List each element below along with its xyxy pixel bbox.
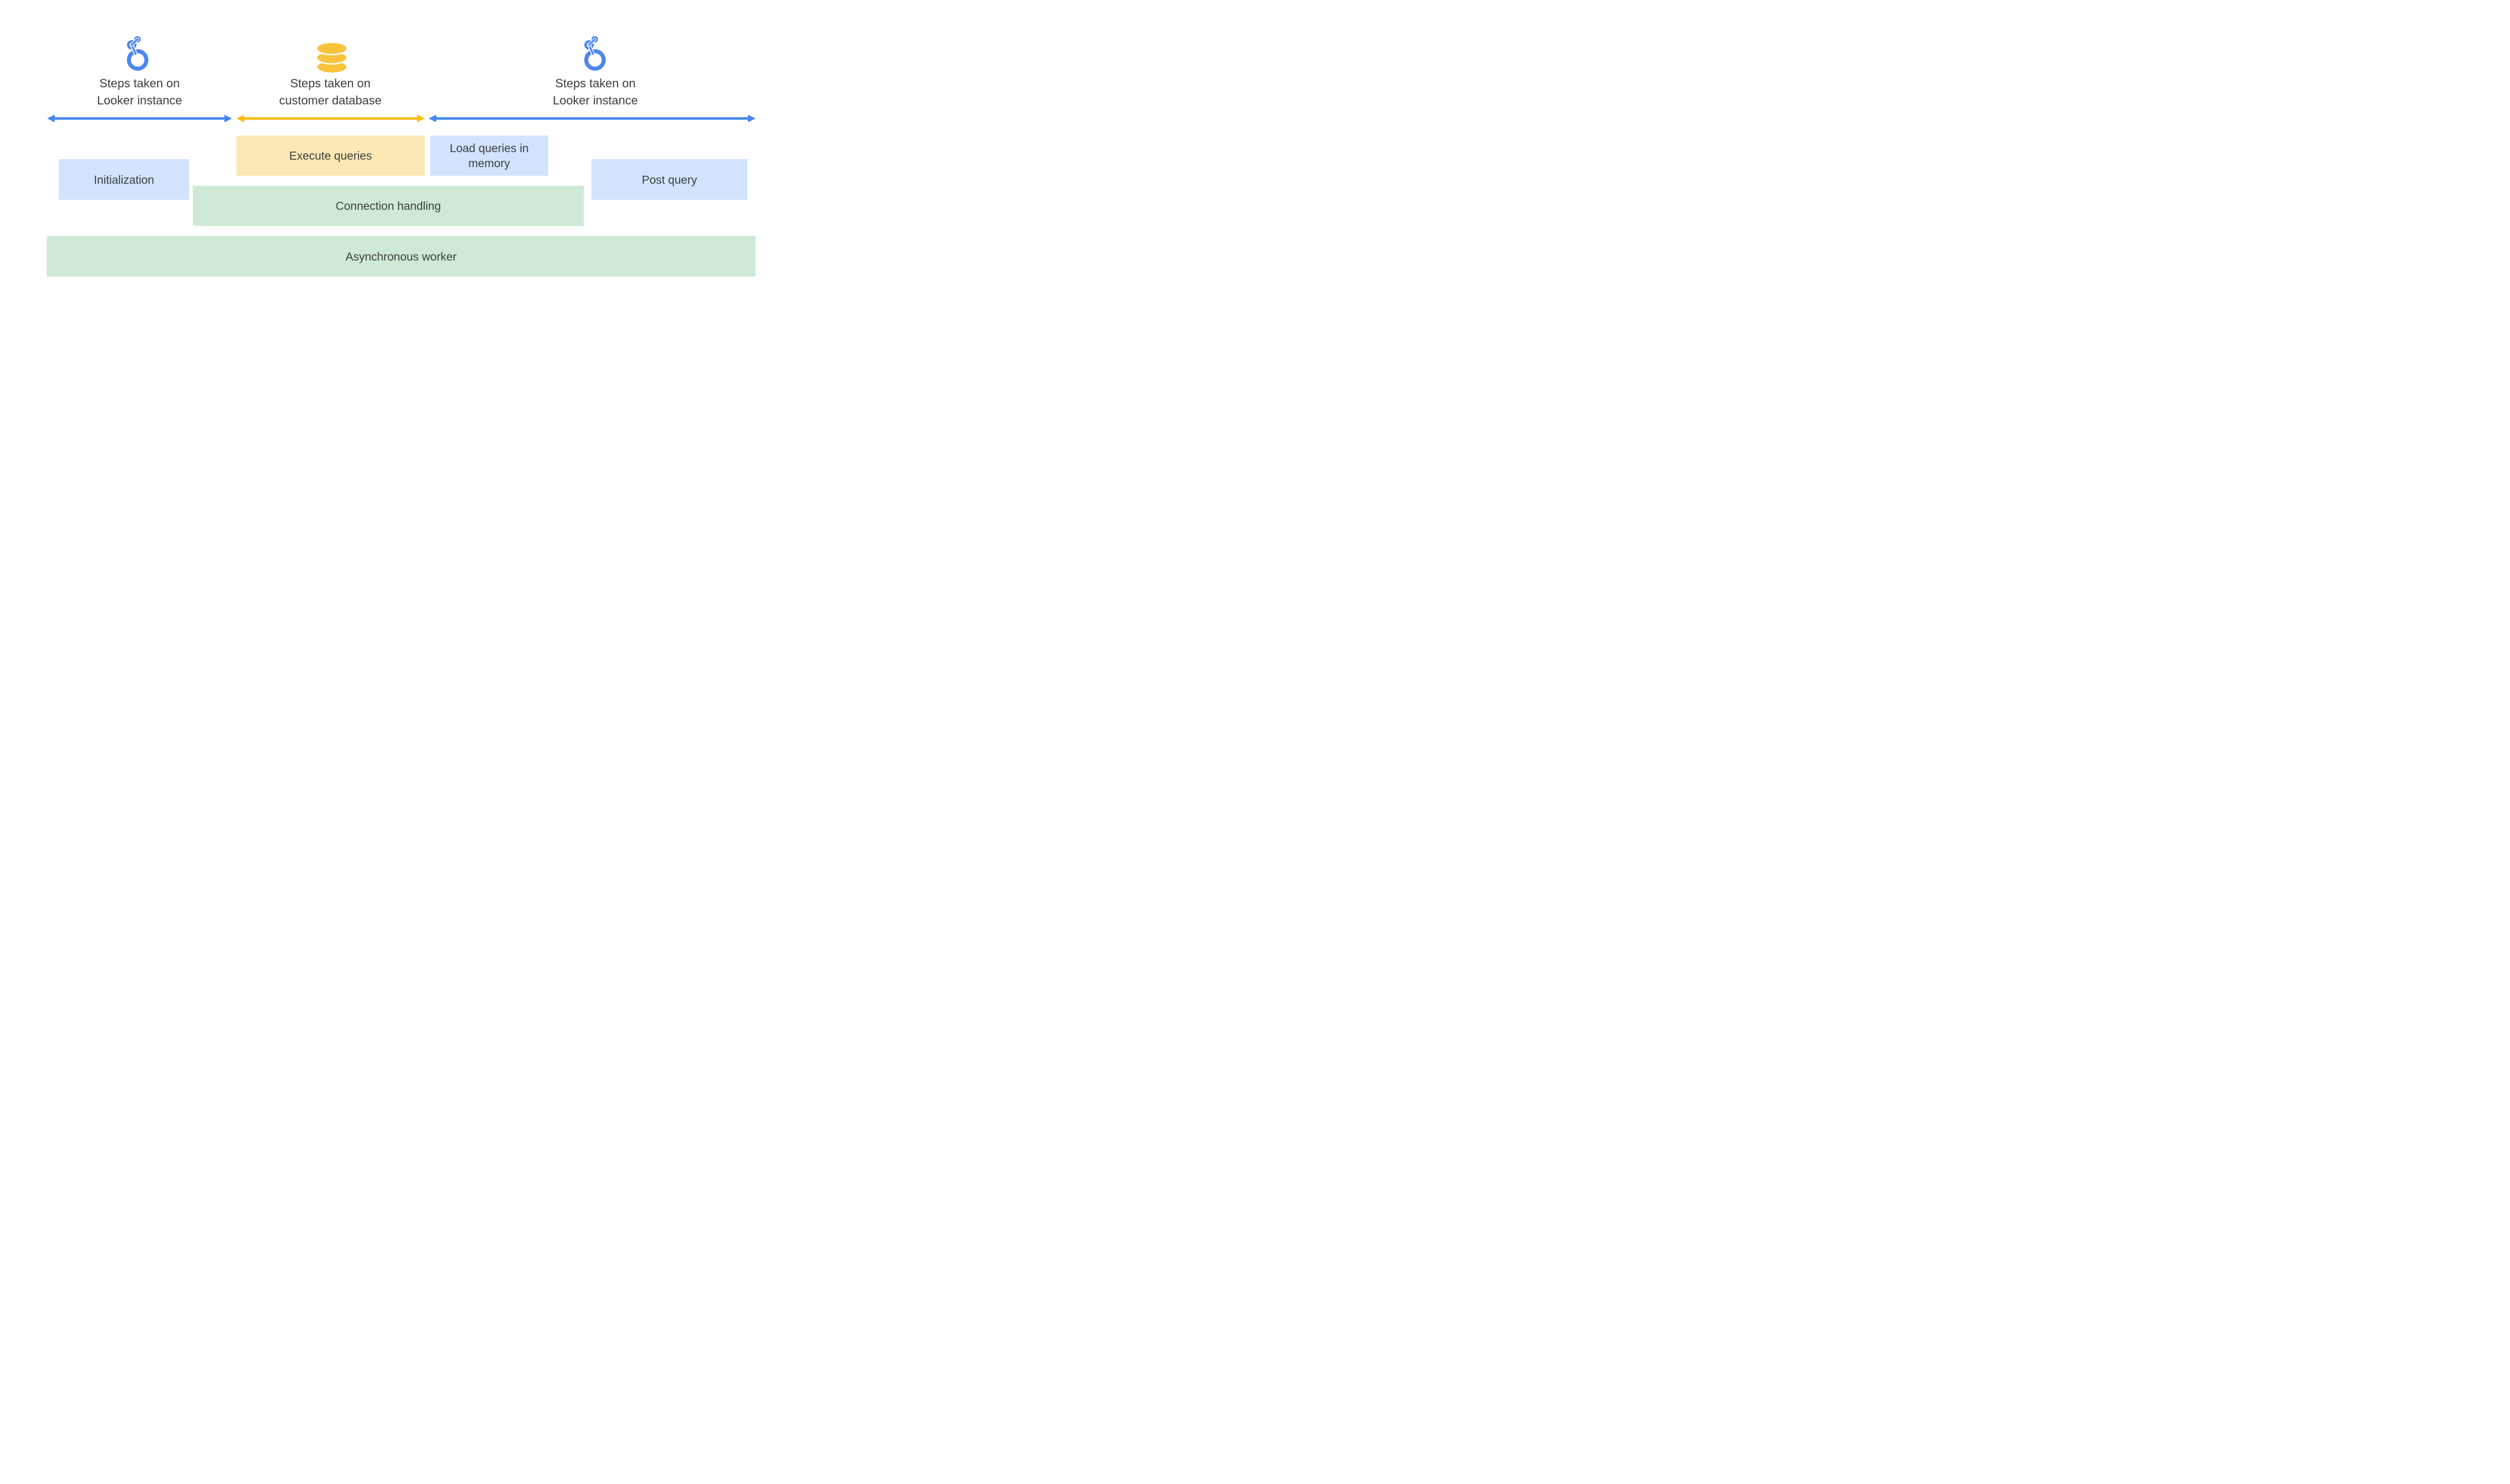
asynchronous-worker-box: Asynchronous worker [47,236,756,277]
load-queries-in-memory-label: Load queries in memory [449,142,529,170]
section-label-line: Steps taken on [290,77,371,90]
section-label-line: Steps taken on [99,77,180,90]
section-label-line: Looker instance [553,94,638,107]
section-label-looker-post: Steps taken on Looker instance [505,75,686,109]
looker-query-lifecycle-diagram: Steps taken on Looker instance Steps tak… [0,0,803,297]
post-query-label: Post query [642,173,697,186]
database-icon [317,43,346,73]
section-label-looker-pre: Steps taken on Looker instance [49,75,230,109]
section-label-customer-database: Steps taken on customer database [240,75,421,109]
initialization-box: Initialization [59,159,189,200]
section-label-line: Looker instance [97,94,182,107]
section-label-line: Steps taken on [555,77,636,90]
connection-handling-label: Connection handling [335,199,441,212]
initialization-label: Initialization [93,173,155,186]
execute-queries-label: Execute queries [289,149,372,162]
asynchronous-worker-label: Asynchronous worker [345,250,457,263]
execute-queries-box: Execute queries [236,136,425,176]
load-queries-in-memory-box: Load queries in memory [430,136,548,176]
post-query-box: Post query [591,159,747,200]
section-label-line: customer database [279,94,382,107]
customer-database-span-arrow [236,114,425,122]
looker-post-span-arrow [429,114,756,122]
connection-handling-box: Connection handling [193,186,584,226]
looker-logo-icon [584,36,606,71]
looker-pre-span-arrow [47,114,232,122]
looker-logo-icon [127,36,149,71]
